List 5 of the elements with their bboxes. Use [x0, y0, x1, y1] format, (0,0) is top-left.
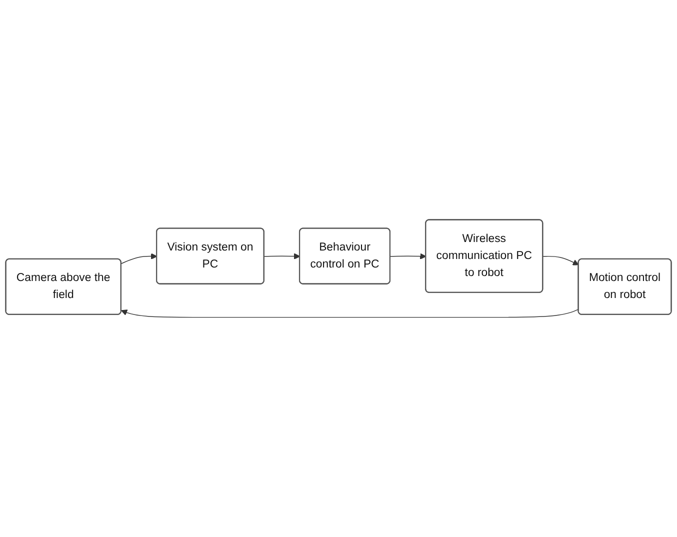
arrow — [264, 253, 300, 260]
arrow — [121, 308, 579, 318]
arrow — [390, 253, 426, 260]
arrow — [542, 256, 579, 266]
arrow — [120, 253, 158, 264]
